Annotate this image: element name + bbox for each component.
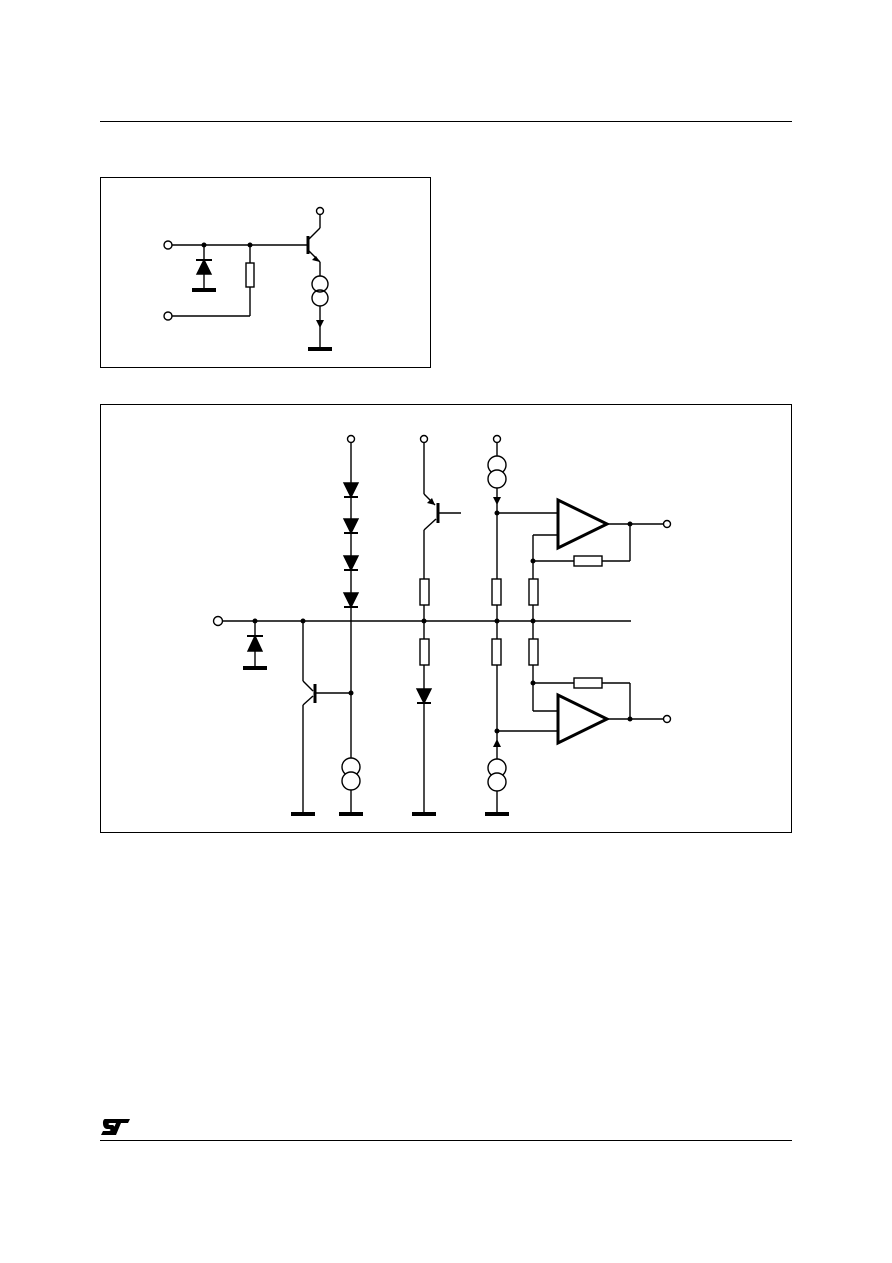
reference-branch bbox=[412, 434, 461, 816]
output-terminal-lower bbox=[662, 714, 672, 724]
input-terminal-bottom bbox=[163, 311, 173, 321]
footer-rule bbox=[100, 1140, 792, 1141]
input-resistor bbox=[172, 245, 255, 317]
clamp-diode bbox=[192, 245, 216, 292]
figure-dual-comparator-circuit bbox=[100, 404, 792, 833]
hysteresis-branch bbox=[528, 535, 539, 711]
schematic-dual-comparator bbox=[212, 434, 672, 816]
figure-simple-input-circuit bbox=[100, 177, 431, 368]
st-logo: ST bbox=[101, 1119, 130, 1135]
pnp-transistor bbox=[291, 621, 351, 816]
input-terminal-top bbox=[163, 240, 173, 250]
schematic-simple-input bbox=[163, 206, 332, 351]
npn-transistor bbox=[306, 206, 325, 276]
junction bbox=[348, 690, 354, 696]
supply-terminal bbox=[492, 434, 502, 444]
diode-stack bbox=[339, 434, 363, 816]
header-rule bbox=[100, 121, 792, 122]
output-terminal-upper bbox=[662, 519, 672, 529]
input-terminal bbox=[212, 615, 224, 627]
supply-terminal bbox=[419, 434, 429, 444]
clamp-diode bbox=[243, 621, 267, 670]
divider-branch bbox=[485, 434, 509, 816]
supply-terminal bbox=[315, 206, 325, 216]
supply-terminal bbox=[346, 434, 356, 444]
comparator-upper bbox=[497, 497, 672, 567]
comparator-lower bbox=[497, 677, 672, 746]
current-source bbox=[308, 275, 332, 351]
